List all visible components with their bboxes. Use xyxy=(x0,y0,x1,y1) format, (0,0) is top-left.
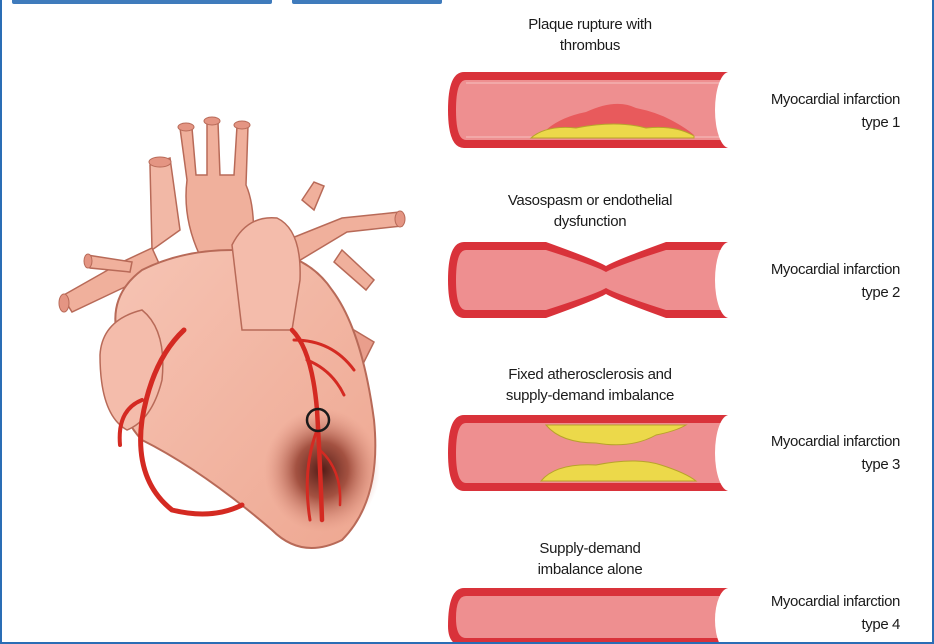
caption-line: Plaque rupture with xyxy=(480,14,700,35)
label-line: type 1 xyxy=(720,111,900,134)
vessel-plaque-rupture xyxy=(446,70,736,150)
caption-line: imbalance alone xyxy=(480,559,700,580)
heart-icon xyxy=(2,0,442,644)
mechanism-caption-2: Vasospasm or endothelial dysfunction xyxy=(480,190,700,232)
caption-line: Supply-demand xyxy=(480,538,700,559)
caption-line: Fixed atherosclerosis and xyxy=(480,364,700,385)
label-line: Myocardial infarction xyxy=(720,430,900,453)
label-line: type 3 xyxy=(720,453,900,476)
label-line: type 2 xyxy=(720,281,900,304)
mechanism-caption-3: Fixed atherosclerosis and supply-demand … xyxy=(480,364,700,406)
label-line: Myocardial infarction xyxy=(720,590,900,613)
vessel-vasospasm xyxy=(446,240,736,320)
mi-type-3-label: Myocardial infarction type 3 xyxy=(720,430,900,476)
label-line: type 4 xyxy=(720,613,900,636)
caption-line: dysfunction xyxy=(480,211,700,232)
vessel-supply-demand xyxy=(446,586,736,644)
caption-line: supply-demand imbalance xyxy=(480,385,700,406)
vessel-fixed-atherosclerosis xyxy=(446,413,736,493)
mechanism-caption-4: Supply-demand imbalance alone xyxy=(480,538,700,580)
caption-line: Vasospasm or endothelial xyxy=(480,190,700,211)
label-line: Myocardial infarction xyxy=(720,258,900,281)
label-line: Myocardial infarction xyxy=(720,88,900,111)
mechanism-caption-1: Plaque rupture with thrombus xyxy=(480,14,700,56)
caption-line: thrombus xyxy=(480,35,700,56)
mi-type-2-label: Myocardial infarction type 2 xyxy=(720,258,900,304)
mi-type-4-label: Myocardial infarction type 4 xyxy=(720,590,900,636)
mi-type-1-label: Myocardial infarction type 1 xyxy=(720,88,900,134)
